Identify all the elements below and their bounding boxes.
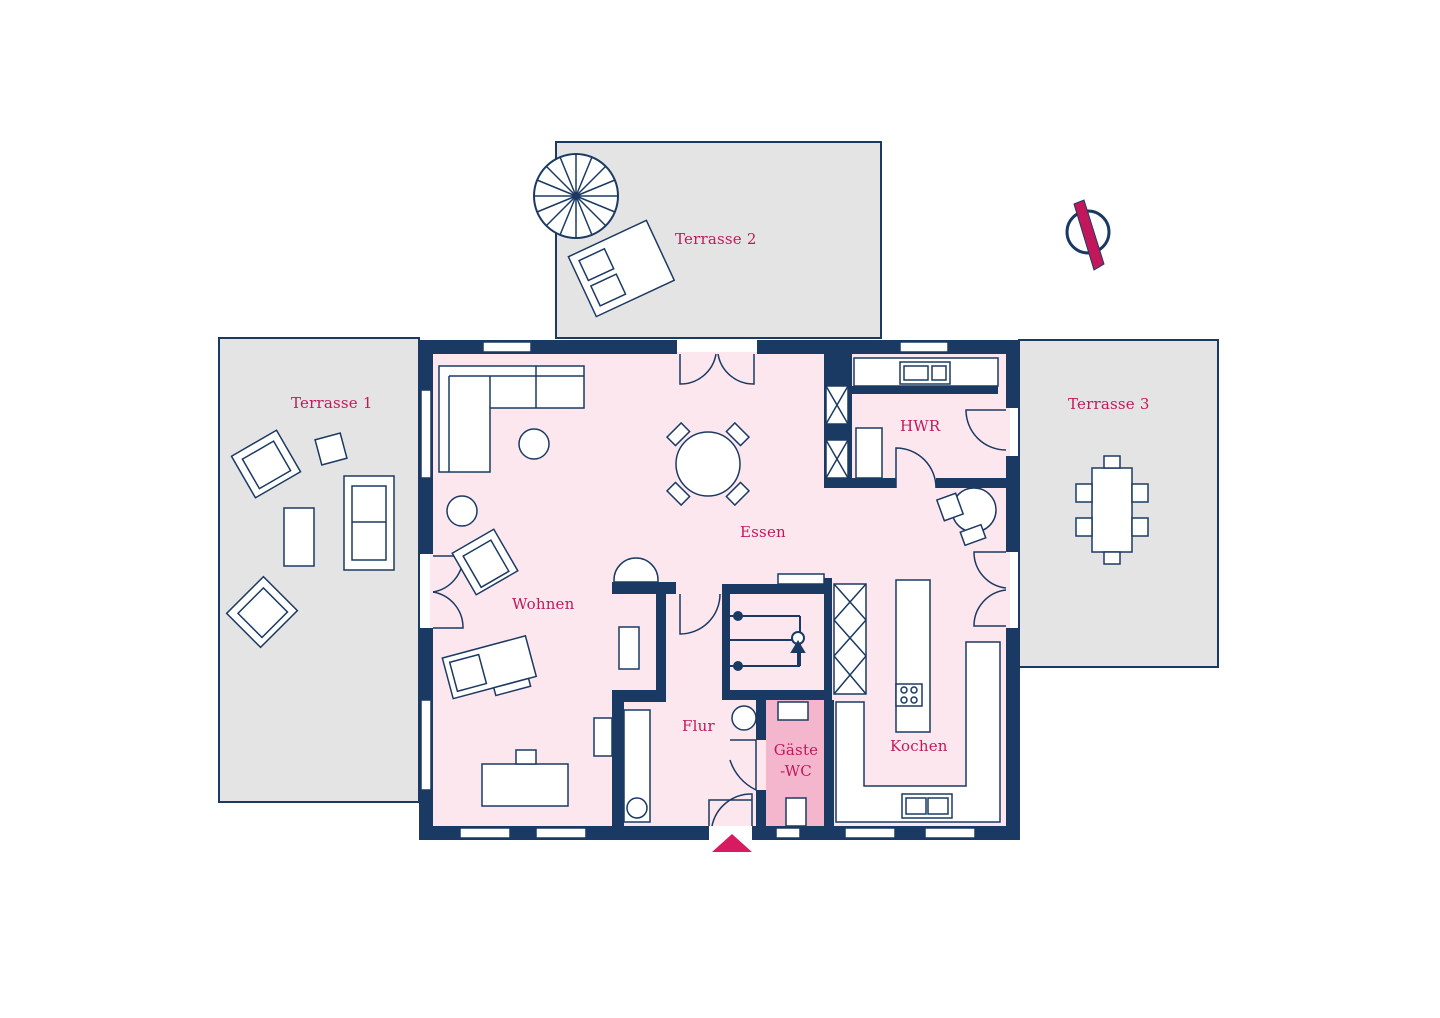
dining-furniture [665, 421, 997, 547]
room-label-dining: Essen [740, 523, 786, 541]
room-label-guest-wc-line1: Gäste [773, 741, 819, 759]
room-label-living: Wohnen [512, 595, 575, 613]
room-label-terrace-3: Terrasse 3 [1068, 395, 1150, 413]
north-arrow-icon [1065, 199, 1111, 271]
patio-table [1091, 467, 1133, 553]
hallway-fixtures [613, 557, 757, 823]
kitchen-island [895, 579, 931, 733]
room-label-terrace-2: Terrasse 2 [675, 230, 757, 248]
doors [432, 353, 1007, 827]
kitchen-counter [835, 641, 1001, 823]
room-label-utility: HWR [900, 417, 941, 435]
dining-table [675, 431, 741, 497]
parasol-icon [533, 153, 619, 239]
room-label-kitchen: Kochen [890, 737, 948, 755]
wc-fixtures [777, 701, 809, 827]
terrace3-furniture [1075, 455, 1149, 565]
terrace2-furniture [533, 153, 676, 318]
terrace1-furniture [225, 429, 395, 649]
living-furniture [438, 365, 640, 807]
room-label-terrace-1: Terrasse 1 [291, 394, 373, 412]
entrance-triangle-icon [712, 834, 752, 852]
utility-fixtures [825, 357, 999, 479]
staircase [730, 573, 825, 671]
kitchen [833, 579, 1001, 823]
room-label-guest-wc-line2: -WC [780, 762, 812, 780]
room-label-hallway: Flur [682, 717, 715, 735]
windows [420, 341, 976, 839]
desk [481, 763, 569, 807]
